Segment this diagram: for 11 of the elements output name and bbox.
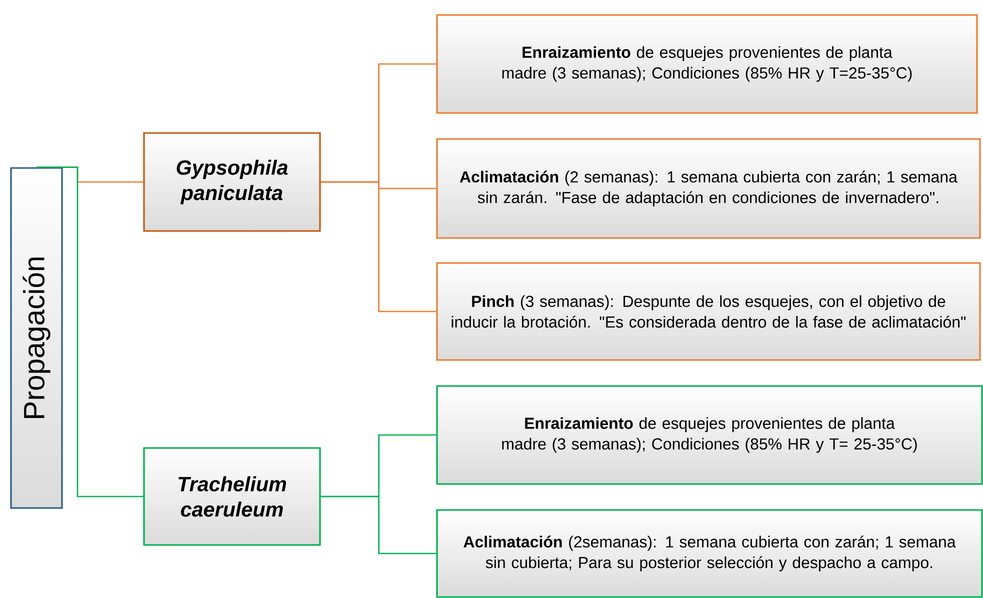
step-box: Enraizamiento de esquejes provenientes de planta madre (3 semanas); Condiciones (85% HR y T=25-35°C): [436, 14, 978, 114]
connector-line: [320, 181, 436, 312]
species-box: Trachelium caeruleum: [143, 447, 321, 546]
connector-line: [320, 496, 436, 554]
connector-line: [36, 166, 144, 498]
step-box: Aclimatación (2 semanas): 1 semana cubierta con zarán; 1 semana sin zarán. "Fase de adaptación en condiciones de invernadero".: [436, 138, 981, 239]
step-box: Enraizamiento de esquejes provenientes de planta madre (3 semanas); Condiciones (85% HR y T= 25-35°C): [436, 385, 983, 485]
species-box: Gypsophila paniculata: [143, 132, 321, 232]
step-box: Aclimatación (2semanas): 1 semana cubierta con zarán; 1 semana sin cubierta; Para su posterior selección y despacho a campo.: [436, 509, 983, 598]
step-box: Pinch (3 semanas): Despunte de los esquejes, con el objetivo de inducir la brotación. "Es considerada dentro de la fase de aclimatación": [436, 262, 981, 361]
category-box: Propagación: [10, 167, 63, 509]
